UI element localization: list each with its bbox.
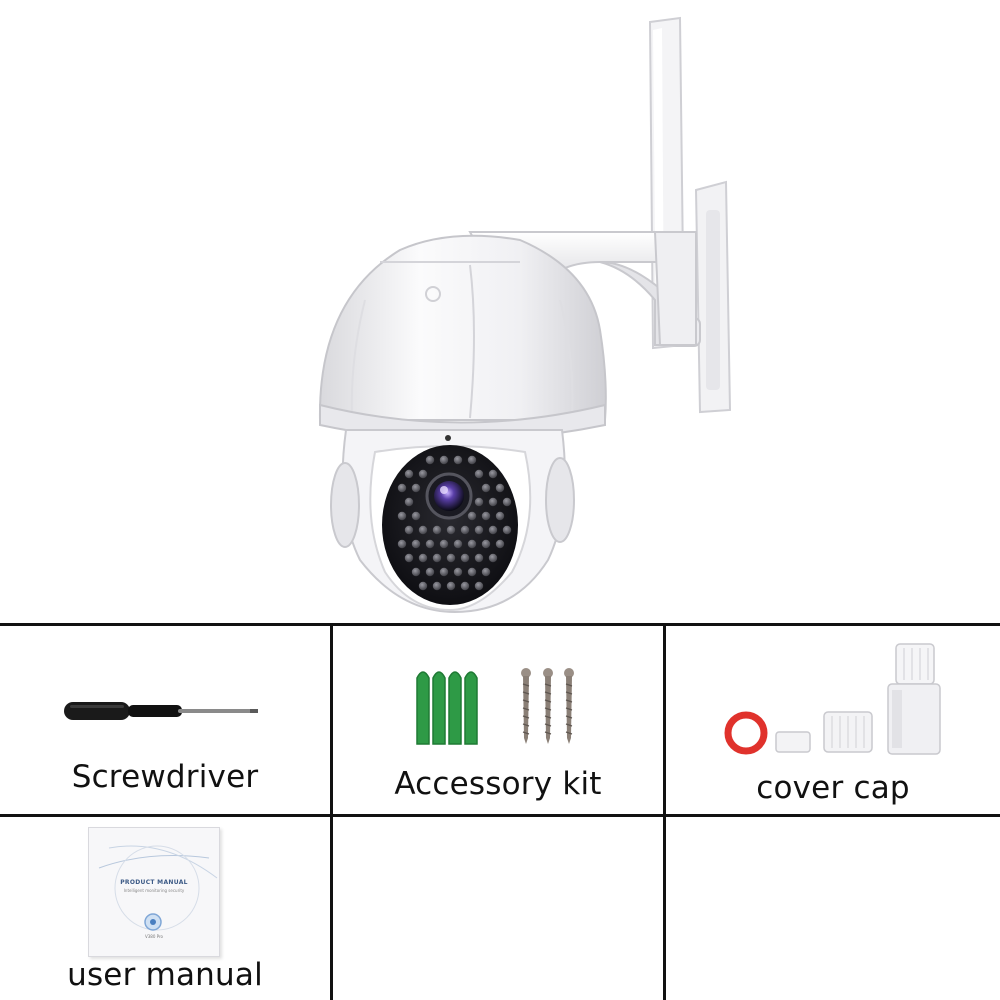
ir-led [404, 497, 414, 507]
manual-subtitle: Intelligent monitoring security [123, 888, 185, 893]
ir-led [467, 539, 477, 549]
ir-led [495, 539, 505, 549]
ir-led [474, 553, 484, 563]
ir-led [439, 539, 449, 549]
ir-led [404, 469, 414, 479]
item-label: Screwdriver [71, 759, 259, 795]
user-manual-icon: PRODUCT MANUAL Intelligent monitoring se… [88, 827, 220, 957]
ir-led [418, 553, 428, 563]
ir-led [474, 581, 484, 591]
ir-led [495, 511, 505, 521]
ir-led [446, 525, 456, 535]
ir-led [495, 483, 505, 493]
ir-led [418, 469, 428, 479]
ptz-dome-camera-icon [318, 16, 732, 614]
ir-led [425, 539, 435, 549]
ir-led [481, 483, 491, 493]
ir-led [411, 567, 421, 577]
cover-cap-icon [724, 643, 941, 755]
ir-led [467, 455, 477, 465]
ir-led [502, 525, 512, 535]
ir-led [439, 567, 449, 577]
ir-led [453, 455, 463, 465]
item-accessory-kit: Accessory kit [333, 626, 663, 814]
item-label: user manual [67, 957, 263, 993]
grid-divider-middle [0, 814, 1000, 817]
ir-led [502, 497, 512, 507]
ir-led [488, 469, 498, 479]
ir-led [432, 553, 442, 563]
empty-cell [666, 817, 1000, 1000]
accessory-kit-icon [416, 668, 574, 745]
empty-cell [333, 817, 663, 1000]
ir-led [411, 539, 421, 549]
ir-led [481, 539, 491, 549]
item-label: Accessory kit [394, 766, 602, 802]
manual-app-name: V380 Pro [145, 934, 163, 939]
ir-led [418, 581, 428, 591]
ir-led [439, 455, 449, 465]
ir-led [425, 455, 435, 465]
ir-led [411, 511, 421, 521]
screwdriver-icon [64, 702, 258, 720]
ir-led [460, 553, 470, 563]
item-screwdriver: Screwdriver [0, 626, 330, 814]
package-contents-grid: Screwdriver Acces [0, 623, 1000, 1000]
item-user-manual: PRODUCT MANUAL Intelligent monitoring se… [0, 817, 330, 1000]
ir-led [488, 553, 498, 563]
item-label: cover cap [756, 770, 910, 806]
ir-led [481, 511, 491, 521]
ir-led [446, 553, 456, 563]
ir-led [397, 511, 407, 521]
ir-led [397, 483, 407, 493]
ir-led [404, 553, 414, 563]
ir-led [474, 469, 484, 479]
ir-led [474, 525, 484, 535]
ir-led [481, 567, 491, 577]
ir-led [460, 525, 470, 535]
ir-led [446, 581, 456, 591]
ir-led [418, 525, 428, 535]
ir-led [467, 567, 477, 577]
ir-led [404, 525, 414, 535]
item-cover-cap: cover cap [666, 626, 1000, 814]
ir-led [467, 511, 477, 521]
grid-divider-top [0, 623, 1000, 626]
ir-led [474, 497, 484, 507]
ir-led [488, 525, 498, 535]
ir-led [425, 567, 435, 577]
grid-divider-right [663, 623, 666, 1000]
manual-title: PRODUCT MANUAL [120, 879, 188, 886]
grid-divider-left [330, 623, 333, 1000]
ir-led [432, 525, 442, 535]
product-image [318, 16, 732, 614]
ir-led [432, 581, 442, 591]
ir-led [397, 539, 407, 549]
ir-led [460, 581, 470, 591]
ir-led [453, 567, 463, 577]
ir-led [488, 497, 498, 507]
ir-led [411, 483, 421, 493]
ir-led [453, 539, 463, 549]
